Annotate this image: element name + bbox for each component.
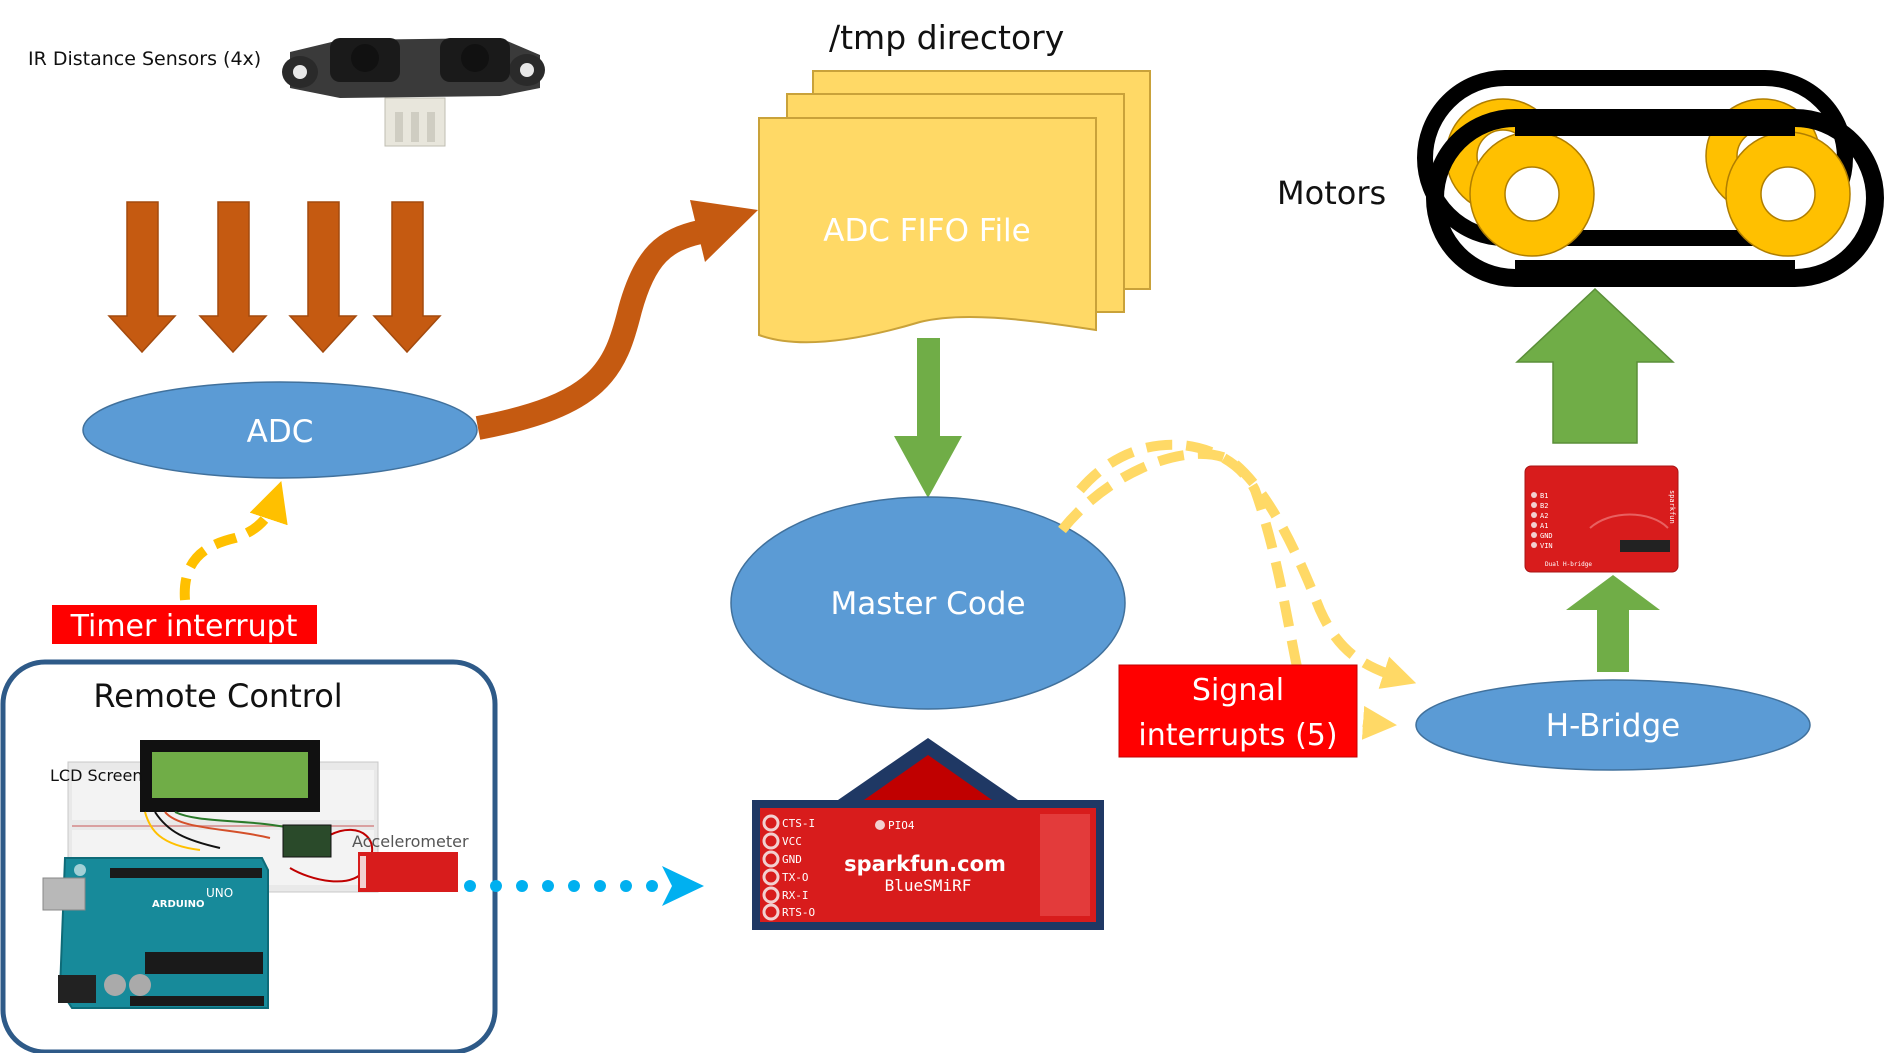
hbridge-board: B1 B2 A2 A1 GND VIN Dual H-bridge sparkf… <box>1524 465 1679 573</box>
ir-sensors-label: IR Distance Sensors (4x) <box>28 48 261 70</box>
h-bridge-node: H-Bridge <box>1415 679 1811 771</box>
timer-dashed-arrow <box>179 481 288 601</box>
ir-sensor-image <box>282 38 545 147</box>
ir-arrow-4 <box>372 201 442 354</box>
remote-control-box: Remote Control LCD Screen Accelerometer <box>0 659 498 1053</box>
ir-down-arrows <box>107 201 442 354</box>
adc-label: ADC <box>247 414 314 450</box>
signal-dashed-arrow-1 <box>1058 448 1417 689</box>
pin-label: CTS-I <box>782 817 815 830</box>
signal-dashed-arrow-2 <box>1076 439 1397 740</box>
master-code-label: Master Code <box>830 586 1025 622</box>
arduino-model: UNO <box>206 886 233 900</box>
remote-control-label: Remote Control <box>93 677 342 715</box>
hbridge-pin-label: A2 <box>1540 512 1548 520</box>
pio-label: PIO4 <box>888 819 915 832</box>
ir-arrow-1 <box>107 201 177 354</box>
hbridge-pin-label: B2 <box>1540 502 1548 510</box>
hbridge-caption: Dual H-bridge <box>1545 561 1592 568</box>
timer-interrupt-box: Timer interrupt <box>52 605 317 644</box>
arduino-brand: ARDUINO <box>152 899 204 910</box>
signal-interrupts-box: Signal interrupts (5) <box>1118 664 1358 758</box>
tmp-directory-label: /tmp directory <box>829 18 1064 57</box>
pin-label: VCC <box>782 835 802 848</box>
pin-label: TX-O <box>782 871 809 884</box>
motors-label: Motors <box>1277 174 1386 212</box>
lcd-image <box>140 740 320 812</box>
arduino-board: ARDUINO UNO <box>42 857 269 1009</box>
bluetooth-link-arrow <box>464 866 704 906</box>
hbridge-brand: sparkfun <box>1668 490 1676 524</box>
pin-label: GND <box>782 853 802 866</box>
ir-arrow-2 <box>198 201 268 354</box>
pin-label: RTS-O <box>782 906 815 919</box>
master-code-node: Master Code <box>730 496 1126 710</box>
hbridge-pin-label: GND <box>1540 532 1553 540</box>
ir-arrow-3 <box>288 201 358 354</box>
signal-interrupts-line2: interrupts (5) <box>1138 718 1337 753</box>
bluesmirf-board: CTS-I VCC GND TX-O RX-I RTS-O PIO4 spark… <box>752 800 1104 930</box>
adc-node: ADC <box>82 381 478 479</box>
signal-interrupts-line1: Signal <box>1192 673 1284 708</box>
board-to-motors-arrow <box>1515 287 1675 444</box>
fifo-file-label: ADC FIFO File <box>823 213 1031 249</box>
hbridge-pin-label: B1 <box>1540 492 1548 500</box>
h-bridge-label: H-Bridge <box>1546 708 1680 744</box>
pin-label: RX-I <box>782 889 809 902</box>
lcd-screen-label: LCD Screen <box>50 766 143 785</box>
mini-bluesmirf <box>358 852 458 892</box>
accelerometer-label: Accelerometer <box>352 832 469 851</box>
accelerometer-chip <box>282 824 332 858</box>
bluesmirf-name: BlueSMiRF <box>885 876 972 895</box>
motors-image <box>1417 70 1884 287</box>
fifo-to-master-arrow <box>894 338 962 498</box>
timer-interrupt-label: Timer interrupt <box>70 609 298 644</box>
bluesmirf-brand: sparkfun.com <box>844 852 1006 876</box>
hbridge-pin-label: A1 <box>1540 522 1548 530</box>
hbridge-pins: B1 B2 A2 A1 GND VIN <box>1531 492 1553 550</box>
fifo-file-stack: ADC FIFO File <box>758 70 1151 344</box>
hbridge-pin-label: VIN <box>1540 542 1553 550</box>
bluesmirf-pins: CTS-I VCC GND TX-O RX-I RTS-O <box>762 814 815 921</box>
hbridge-to-board-arrow <box>1566 575 1660 672</box>
adc-to-fifo-arrow <box>475 200 758 440</box>
